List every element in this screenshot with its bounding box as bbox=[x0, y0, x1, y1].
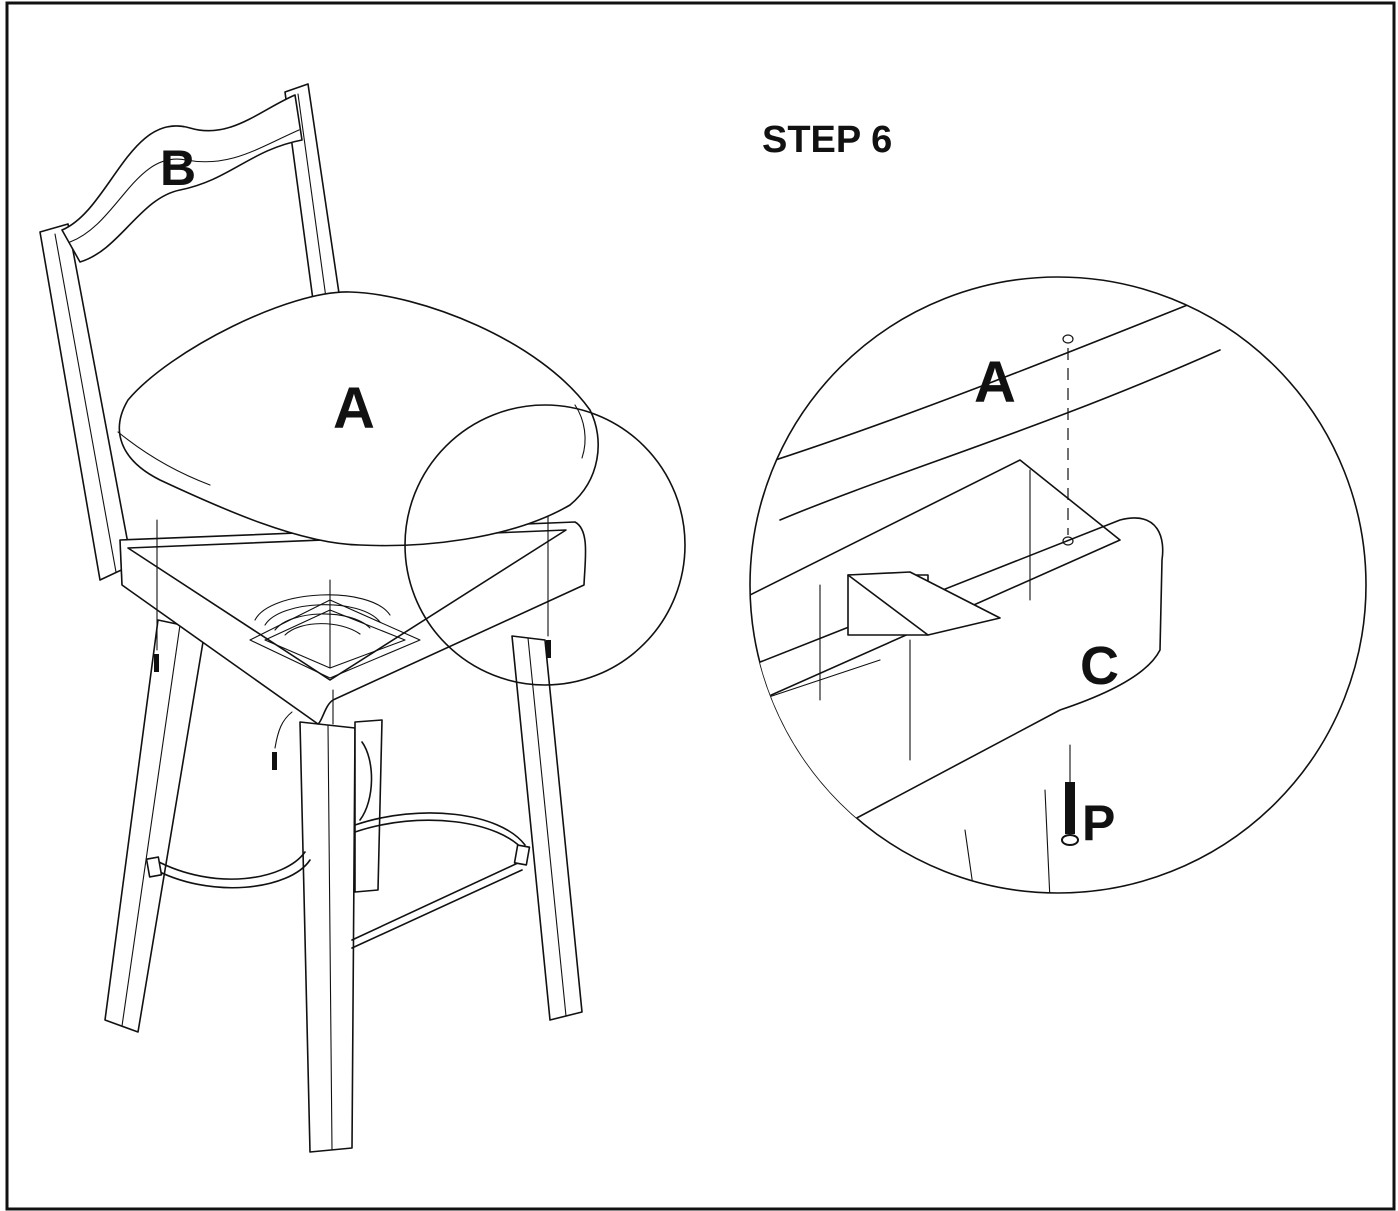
label-p: P bbox=[1082, 795, 1115, 851]
screw-icon bbox=[154, 499, 551, 770]
page-border bbox=[5, 1, 1396, 1211]
label-c: C bbox=[1080, 636, 1119, 696]
back-rail-b bbox=[61, 94, 303, 263]
detail-circle bbox=[749, 276, 1367, 894]
front-center-leg bbox=[299, 721, 356, 1153]
detail-callout-circle bbox=[404, 404, 686, 686]
footrest-ring bbox=[145, 741, 531, 949]
label-a-seat: A bbox=[333, 376, 375, 441]
rear-center-leg bbox=[354, 719, 383, 893]
bar-stool-illustration: B A bbox=[39, 83, 686, 1153]
back-left-post bbox=[39, 223, 133, 581]
front-right-leg bbox=[511, 635, 583, 1021]
swivel-plate bbox=[249, 594, 421, 679]
label-a-detail: A bbox=[974, 350, 1016, 415]
seat-cushion-a bbox=[117, 291, 599, 547]
label-b: B bbox=[160, 140, 196, 196]
step-title: STEP 6 bbox=[762, 119, 892, 161]
front-left-leg bbox=[104, 619, 206, 1033]
screw-p-icon bbox=[1061, 782, 1079, 846]
detail-view: A C P bbox=[749, 276, 1367, 894]
